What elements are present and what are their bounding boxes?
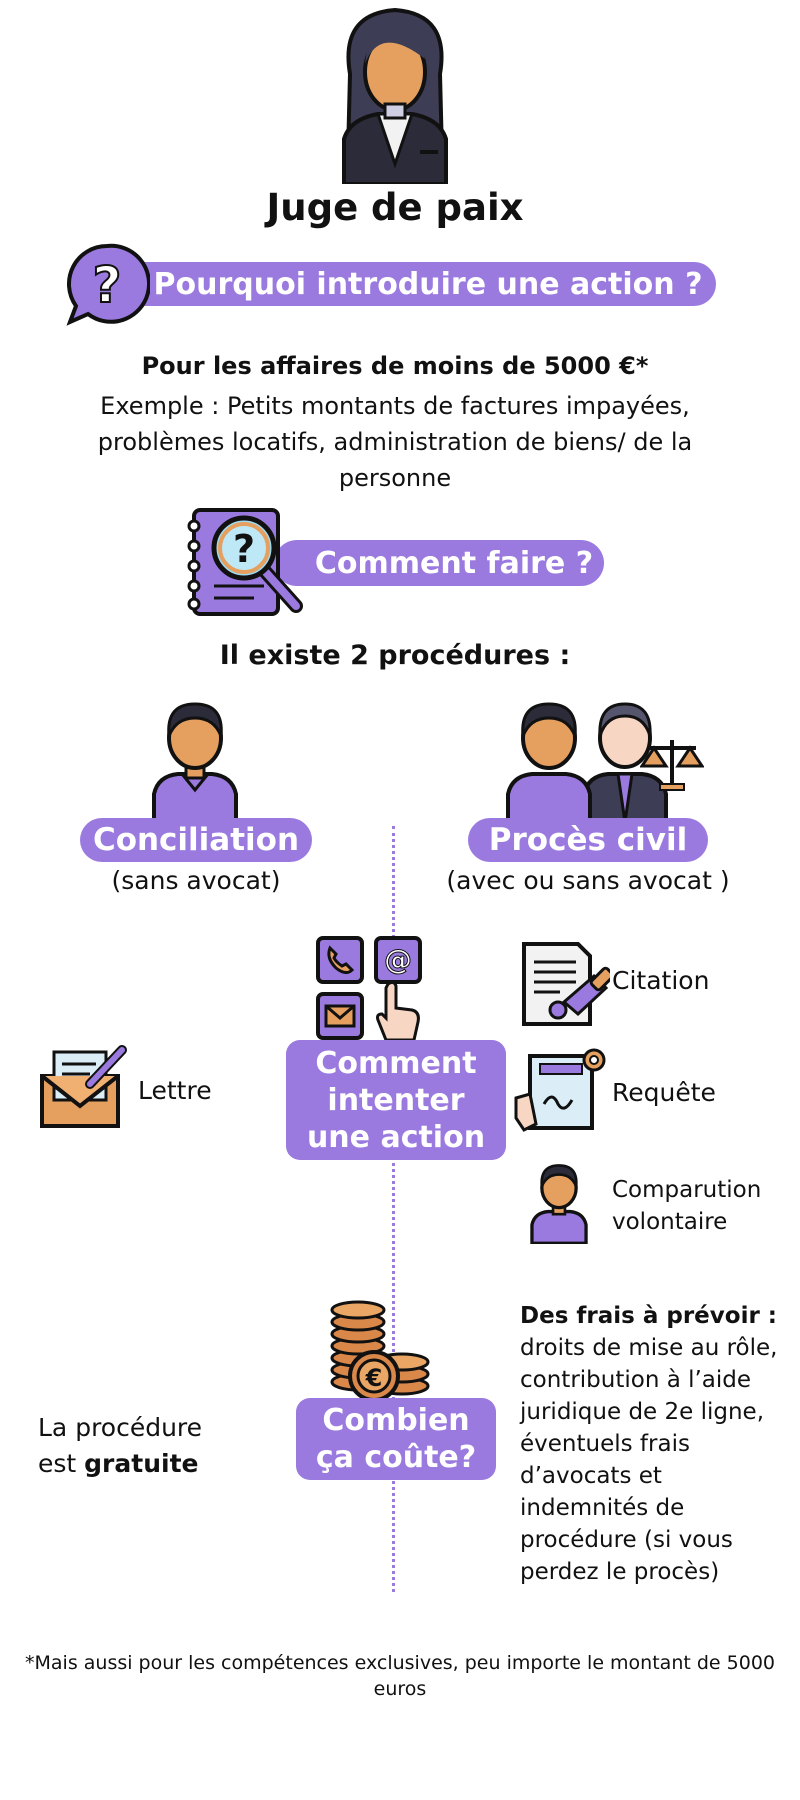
svg-text:@: @ — [384, 943, 412, 976]
requete-label: Requête — [612, 1078, 716, 1107]
phone-icon — [316, 936, 364, 984]
cost-right-body: droits de mise au rôle, contribution à l… — [520, 1335, 778, 1585]
notebook-magnifier-icon: ? — [184, 506, 310, 618]
proces-civil-sub: (avec ou sans avocat ) — [446, 866, 730, 895]
how-heading: Comment faire ? — [274, 540, 604, 586]
person-icon-small — [528, 1158, 590, 1244]
page-title: Juge de paix — [266, 186, 524, 229]
divider-dotted — [392, 826, 395, 1592]
cost-left-line-2: est gratuite — [38, 1446, 268, 1482]
coins-icon: € — [330, 1300, 430, 1404]
why-example: Exemple : Petits montants de factures im… — [97, 392, 693, 492]
contract-icon — [514, 1048, 610, 1136]
pointing-hand-icon — [374, 980, 422, 1044]
why-bold-line: Pour les affaires de moins de 5000 €* — [141, 352, 649, 380]
at-sign-icon: @ — [374, 936, 422, 984]
cost-left-prefix: est — [38, 1449, 85, 1478]
comparution-label: Comparution volontaire — [612, 1177, 762, 1235]
lawyer-pair-icon — [504, 694, 700, 822]
cost-heading: Combien ça coûte? — [296, 1398, 496, 1480]
lettre-label: Lettre — [138, 1076, 212, 1105]
judge-icon — [330, 4, 460, 184]
cost-right-text: Des frais à prévoir : droits de mise au … — [520, 1300, 788, 1588]
conciliation-sub: (sans avocat) — [111, 866, 281, 895]
action-heading: Comment intenter une action — [286, 1040, 506, 1160]
letter-icon — [40, 1040, 128, 1130]
citation-document-icon — [520, 940, 610, 1028]
proces-civil-label: Procès civil — [468, 818, 708, 862]
person-icon — [148, 694, 242, 822]
question-icon: ? — [64, 242, 150, 326]
citation-label: Citation — [612, 966, 710, 995]
conciliation-label: Conciliation — [80, 818, 312, 862]
cost-right-heading: Des frais à prévoir : — [520, 1303, 777, 1329]
mail-icon — [316, 992, 364, 1040]
svg-text:€: € — [365, 1364, 383, 1392]
cost-left-text: La procédure est gratuite — [38, 1410, 268, 1482]
svg-text:?: ? — [92, 256, 121, 314]
svg-text:?: ? — [233, 527, 255, 571]
why-heading: Pourquoi introduire une action ? — [118, 262, 716, 306]
procedures-intro: Il existe 2 procédures : — [219, 640, 571, 671]
cost-left-line-1: La procédure — [38, 1413, 203, 1442]
cost-free-word: gratuite — [84, 1449, 199, 1478]
scales-icon — [640, 736, 704, 792]
footnote: *Mais aussi pour les compétences exclusi… — [25, 1652, 775, 1700]
